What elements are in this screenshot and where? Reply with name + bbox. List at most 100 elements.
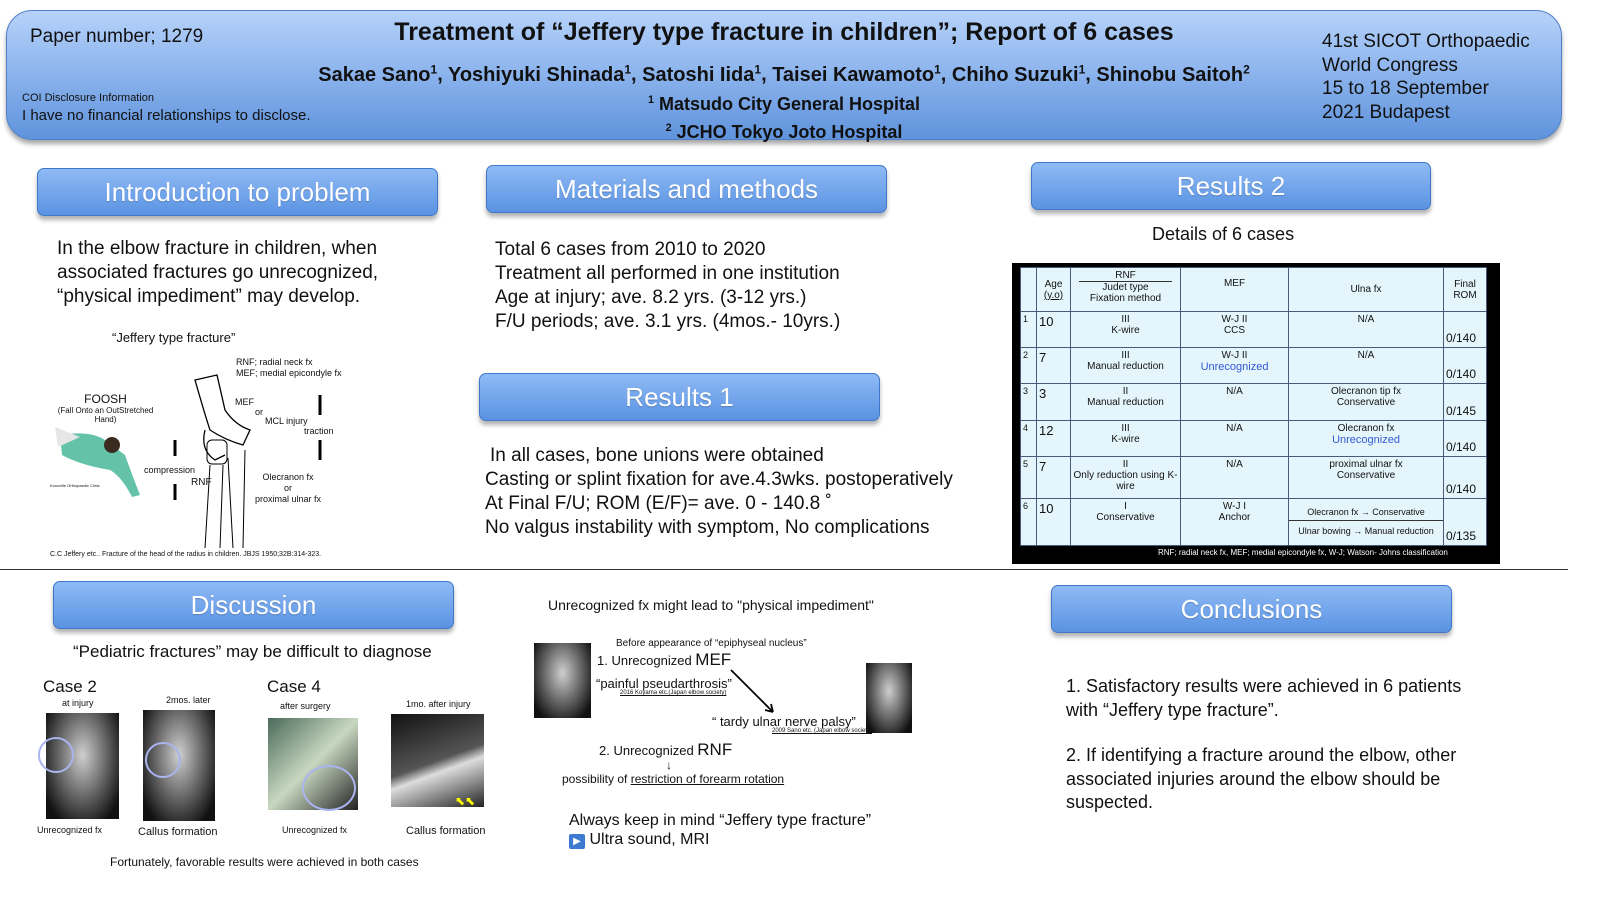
results1-line: No valgus instability with symptom, No c…: [485, 517, 930, 538]
table-cell: 0/140: [1443, 456, 1487, 499]
table-cell: 10: [1036, 498, 1071, 546]
methods-heading: Materials and methods: [486, 165, 887, 213]
item1: 1. Unrecognized MEF: [597, 650, 732, 669]
down-arrow-icon: ↓: [666, 758, 672, 772]
mef-xray: [534, 643, 591, 718]
table-cell: 4: [1020, 420, 1037, 457]
affiliation: 2 JCHO Tokyo Joto Hospital: [665, 122, 903, 142]
table-cell: 0/140: [1443, 311, 1487, 348]
table-cell: 6: [1020, 498, 1037, 546]
mef-label: MEF: [235, 397, 254, 407]
case2-a-caption: Unrecognized fx: [37, 825, 103, 835]
case2-injury-xray: [38, 713, 119, 819]
results2-subtitle: Details of 6 cases: [1152, 224, 1295, 244]
results1-line: At Final F/U; ROM (E/F)= ave. 0 - 140.8 …: [485, 493, 832, 514]
author: Shinobu Saitoh2: [1096, 62, 1250, 86]
compression-label: compression: [144, 465, 196, 475]
table-cell: 7: [1036, 347, 1071, 384]
author: Chiho Suzuki1: [951, 62, 1086, 86]
conclusion-item: 1. Satisfactory results were achieved in…: [1066, 676, 1462, 720]
coi-label: COI Disclosure Information: [22, 92, 155, 104]
table-cell: 3: [1036, 383, 1071, 421]
case2-a-label: at injury: [62, 698, 94, 708]
results1-heading: Results 1: [479, 373, 880, 421]
ref1: 2016 Koyama etc.(Japan elbow society): [620, 690, 727, 696]
congress-line: 2021 Budapest: [1322, 101, 1450, 123]
before-text: Before appearance of “epiphyseal nucleus…: [616, 638, 807, 649]
case4-b-caption: Callus formation: [406, 825, 486, 837]
discussion-heading: Discussion: [53, 581, 454, 629]
authors: Sakae Sano1, Yoshiyuki Shinada1, Satoshi…: [318, 62, 1250, 86]
results2-heading: Results 2: [1031, 162, 1431, 210]
intro-line: In the elbow fracture in children, when: [57, 238, 378, 259]
discussion-footer: Fortunately, favorable results were achi…: [110, 855, 419, 869]
discussion-subtitle: “Pediatric fractures” may be difficult t…: [73, 642, 432, 661]
case4-b-label: 1mo. after injury: [406, 699, 471, 709]
table-cell: N/A: [1180, 456, 1289, 499]
possibility-text: possibility of restriction of forearm ro…: [562, 772, 785, 786]
table-cell: 2: [1020, 347, 1037, 384]
traction-label: traction: [304, 426, 334, 436]
author: Yoshiyuki Shinada1: [447, 62, 632, 86]
methods-line: Treatment all performed in one instituti…: [495, 263, 840, 284]
table-cell: 10: [1036, 311, 1071, 348]
or-label: or: [255, 407, 264, 417]
citation: C.C Jeffery etc.. Fracture of the head o…: [50, 551, 322, 558]
poster-header: [6, 10, 1562, 140]
case2-later-xray: [143, 710, 215, 821]
case2-label: Case 2: [43, 677, 97, 696]
rnf-label: RNF: [191, 477, 212, 488]
ref2: 2009 Sano etc. (Japan elbow society): [772, 728, 873, 734]
conclusion-item: 2. If identifying a fracture around the …: [1066, 745, 1457, 812]
poster-title: Treatment of “Jeffery type fracture in c…: [394, 18, 1174, 46]
mcl-label: MCL injury: [265, 416, 308, 426]
intro-line: associated fractures go unrecognized,: [57, 262, 379, 283]
arrow-icon: ⬉⬉: [455, 794, 476, 808]
paper-number: Paper number; 1279: [30, 26, 204, 47]
methods-line: Age at injury; ave. 8.2 yrs. (3-12 yrs.): [495, 287, 807, 308]
table-cell: 3: [1020, 383, 1037, 421]
figure-title: “Jeffery type fracture”: [112, 330, 236, 345]
table-cell: N/A: [1180, 383, 1289, 421]
author: Satoshi Iida1: [642, 62, 762, 86]
author: Taisei Kawamoto1: [772, 62, 941, 86]
coi-text: I have no financial relationships to dis…: [22, 107, 311, 124]
impediment-title: Unrecognized fx might lead to "physical …: [548, 597, 874, 613]
methods-line: F/U periods; ave. 3.1 yrs. (4mos.- 10yrs…: [495, 311, 841, 332]
table-cell: 0/145: [1443, 383, 1487, 421]
case4-followup-xray: ⬉⬉: [391, 714, 484, 808]
methods-line: Total 6 cases from 2010 to 2020: [495, 239, 766, 260]
imaging-line: ▶ Ultra sound, MRI: [569, 831, 710, 849]
congress-line: 15 to 18 September: [1322, 78, 1489, 99]
table-cell: N/A: [1288, 311, 1444, 348]
painful-text: “painful pseudarthrosis”: [596, 676, 732, 691]
table-cell: 12: [1036, 420, 1071, 457]
elbow-diagram: [173, 374, 322, 549]
section-divider: [0, 569, 1568, 570]
table-cell: 1: [1020, 311, 1037, 348]
results1-line: Casting or splint fixation for ave.4.3wk…: [485, 469, 953, 490]
conclusions-text: 1. Satisfactory results were achieved in…: [1066, 675, 1466, 815]
author: Sakae Sano1: [318, 62, 438, 86]
case4-surgery-xray: [268, 718, 358, 811]
intro-line: “physical impediment” may develop.: [57, 286, 361, 307]
affiliations: 1 Matsudo City General Hospital 2 JCHO T…: [400, 88, 1168, 144]
conclusions-heading: Conclusions: [1051, 585, 1452, 633]
tardy-text: “ tardy ulnar nerve palsy”: [712, 714, 856, 729]
